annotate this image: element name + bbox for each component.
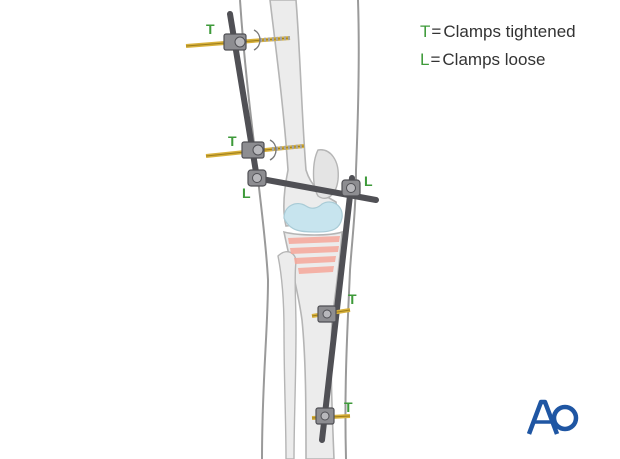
legend-letter-l: L	[420, 50, 430, 69]
clamp-right	[341, 179, 361, 197]
leg-outline-left	[239, 0, 270, 459]
patella	[312, 149, 339, 199]
leg-outline-right	[344, 0, 360, 459]
legend-text-tightened: Clamps tightened	[443, 22, 576, 41]
legend-item-loose: L=Clamps loose	[420, 50, 545, 70]
ao-logo	[527, 399, 579, 435]
legend-item-tightened: T=Clamps tightened	[420, 22, 576, 42]
legend-separator: =	[430, 50, 441, 69]
label-lower-tightened-1: T	[348, 291, 357, 307]
articular-cartilage	[283, 201, 343, 233]
clamp-upper	[223, 33, 247, 51]
clamp-middle	[241, 141, 265, 159]
clamp-lower-2	[315, 407, 335, 425]
label-lower-tightened-2: T	[344, 399, 353, 415]
fibula	[277, 251, 297, 459]
rotation-arrow-middle	[269, 139, 277, 161]
label-right-loose: L	[364, 173, 373, 189]
lower-frame-rod	[319, 175, 355, 443]
clamp-lower-1	[317, 305, 337, 323]
legend-text-loose: Clamps loose	[442, 50, 546, 69]
label-middle-tightened: T	[228, 133, 237, 149]
legend-separator: =	[431, 22, 442, 41]
label-left-loose: L	[242, 185, 251, 201]
label-upper-tightened: T	[206, 21, 215, 37]
rotation-arrow-upper	[253, 29, 261, 51]
clamp-left	[247, 169, 267, 187]
legend-letter-t: T	[420, 22, 431, 41]
osteotomy-marks	[288, 236, 340, 274]
